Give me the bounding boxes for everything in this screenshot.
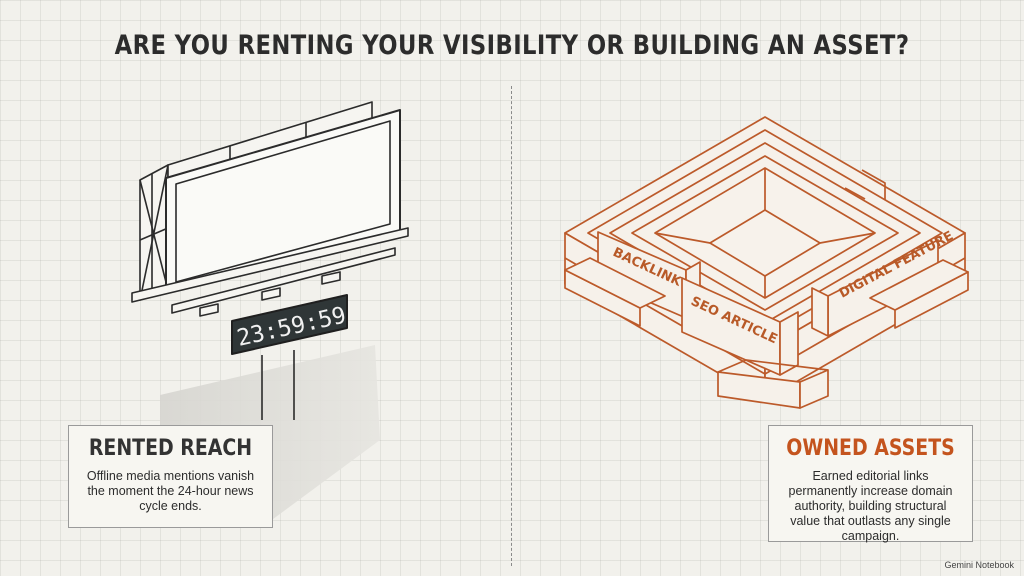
owned-assets-body: Earned editorial links permanently incre… — [788, 469, 953, 543]
rented-reach-card: RENTED REACH Offline media mentions vani… — [68, 425, 273, 528]
rented-reach-body: Offline media mentions vanish the moment… — [86, 469, 255, 513]
rented-reach-title: RENTED REACH — [88, 436, 253, 461]
owned-assets-title: OWNED ASSETS — [786, 436, 955, 461]
isometric-brick-structure-icon — [564, 116, 969, 409]
page-title: ARE YOU RENTING YOUR VISIBILITY OR BUILD… — [114, 30, 910, 61]
watermark: Gemini Notebook — [944, 560, 1014, 570]
center-divider — [511, 86, 512, 566]
owned-assets-card: OWNED ASSETS Earned editorial links perm… — [768, 425, 973, 543]
